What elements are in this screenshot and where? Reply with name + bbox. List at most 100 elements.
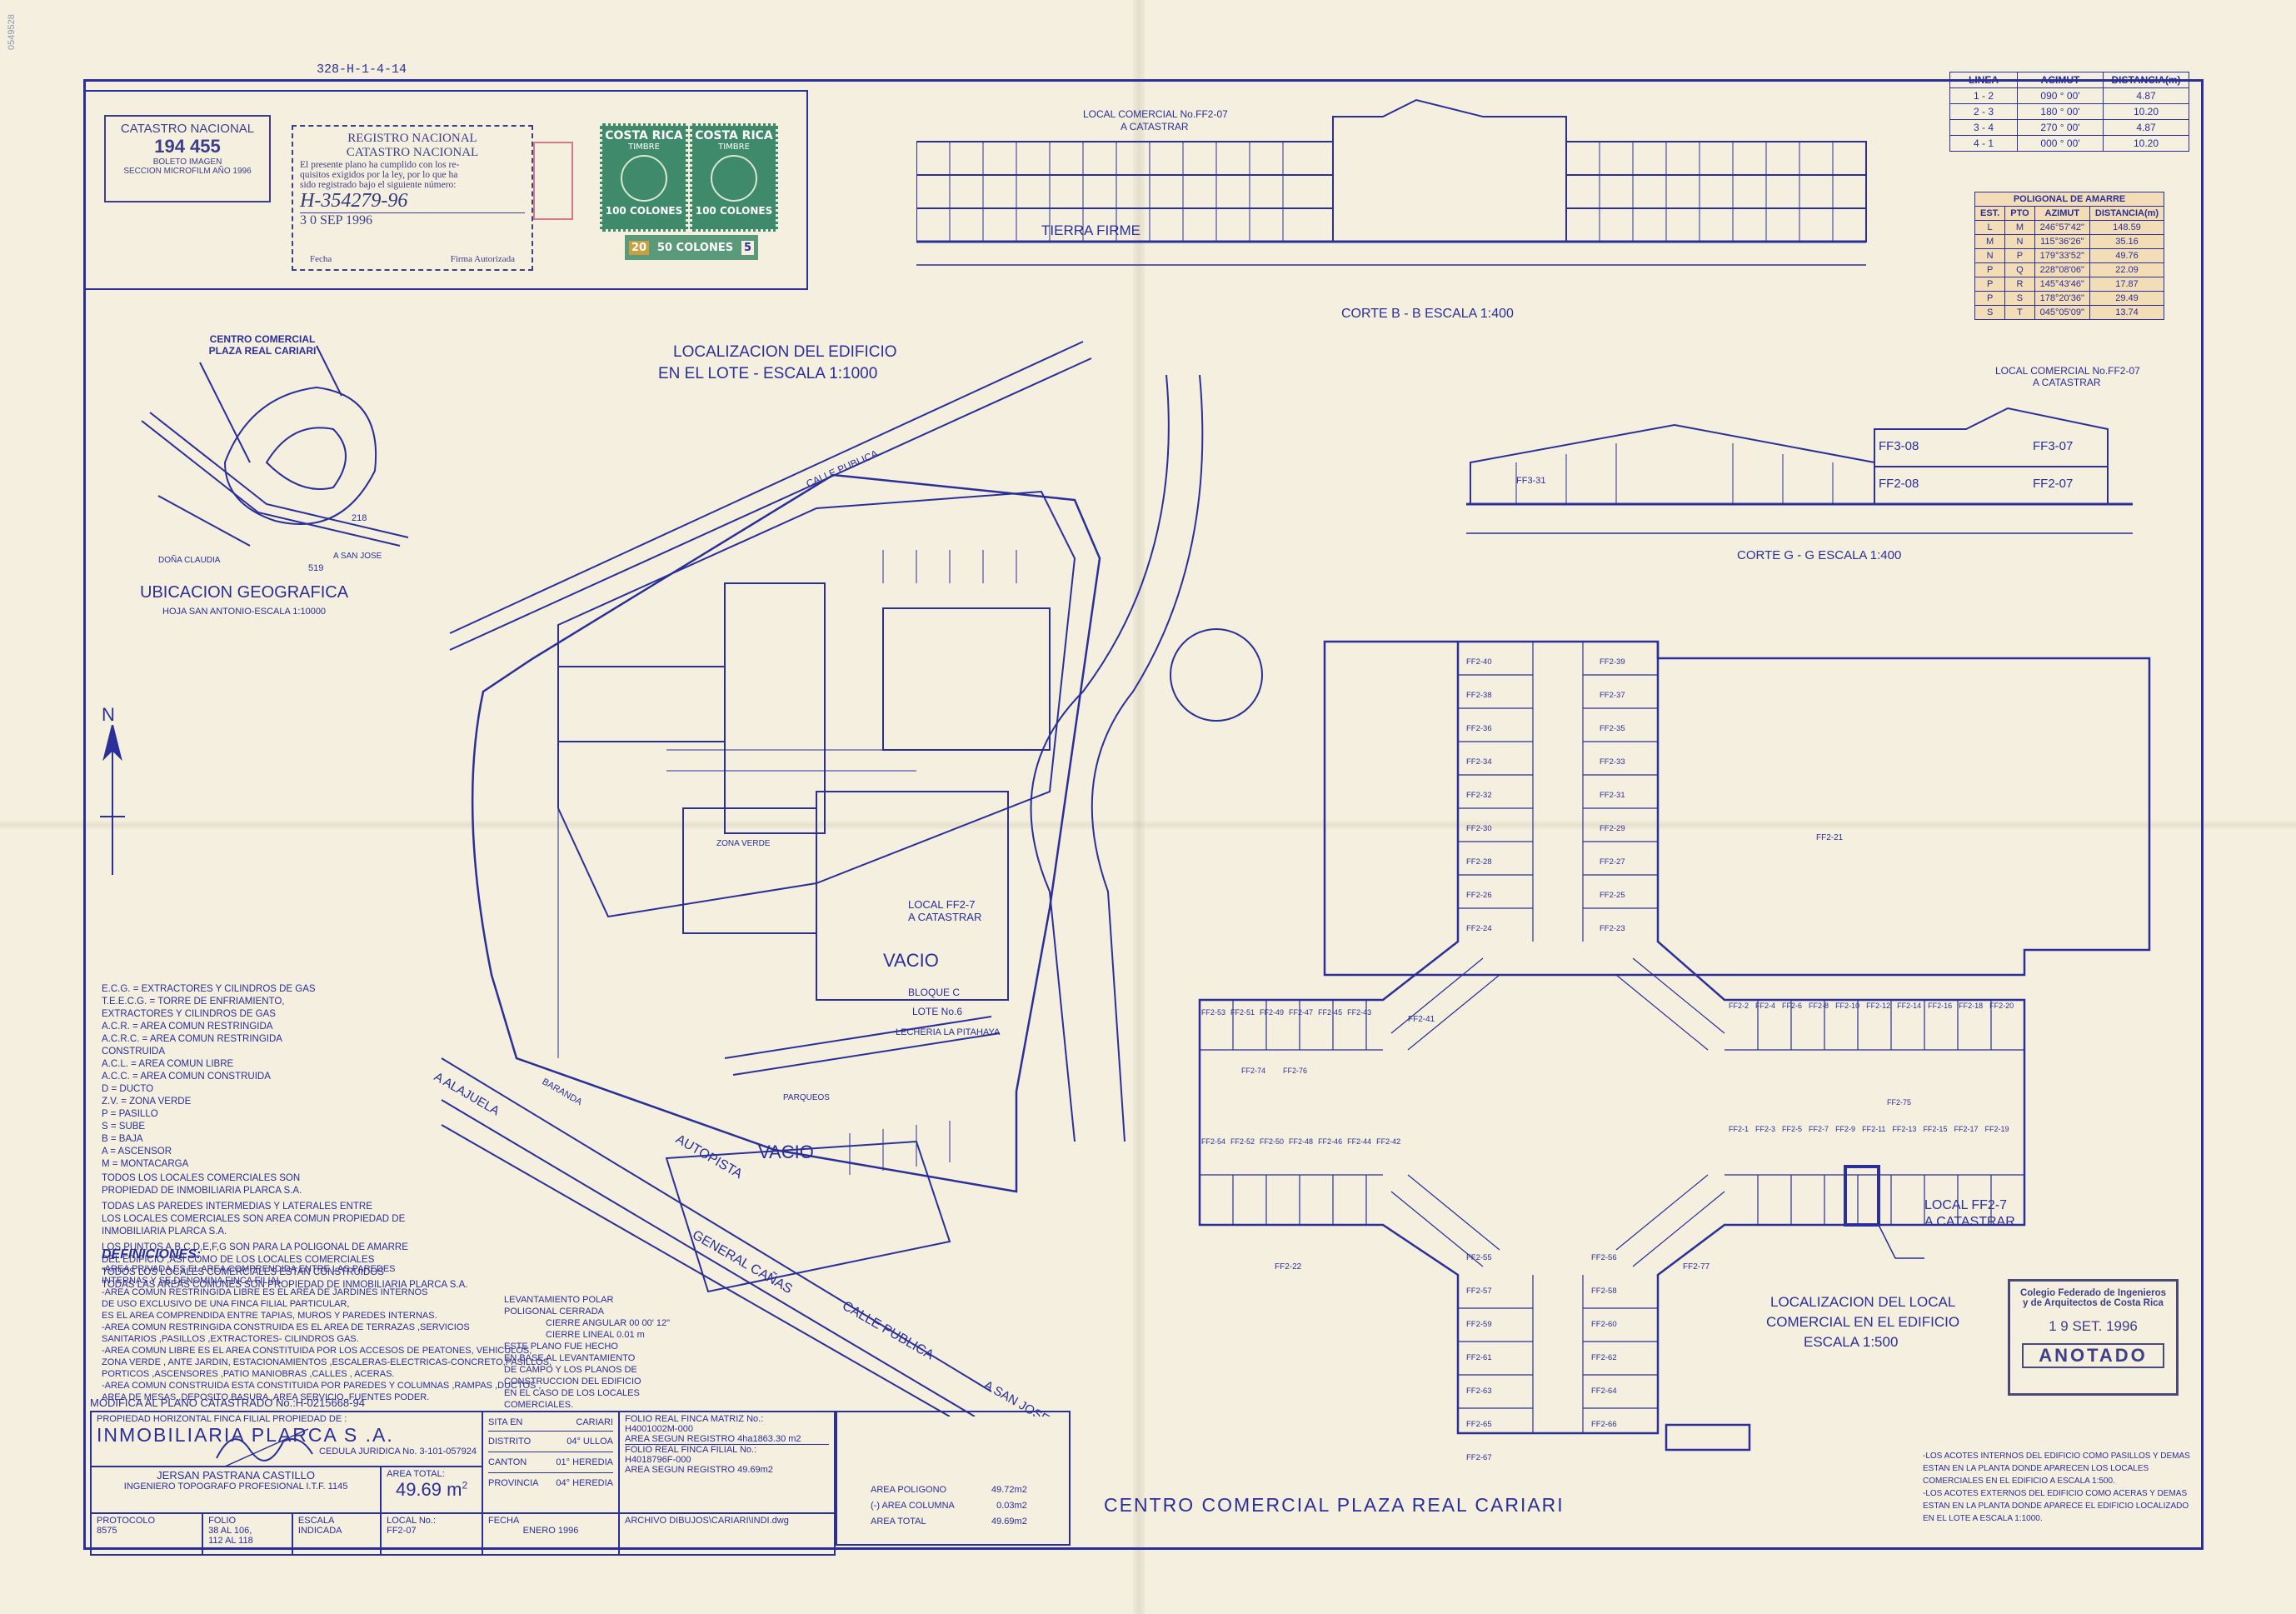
legend-line: P = PASILLO (102, 1109, 158, 1119)
corner-stamp: 0549528 (7, 14, 17, 50)
units-top-left: FF2-40 FF2-38 FF2-36 FF2-34 FF2-32 FF2-3… (1466, 646, 1492, 946)
area-total-cell: AREA TOTAL: 49.69 m2 (380, 1466, 483, 1514)
folio-cell: FOLIO 38 AL 106, 112 AL 118 (202, 1512, 293, 1556)
cell: 115°36'26" (2034, 234, 2090, 249)
sheet-ref-code: 328-H-1-4-14 (317, 62, 407, 77)
section-bb-drawing: TIERRA FIRME (916, 98, 1867, 266)
engineer-name: JERSAN PASTRANA CASTILLO (157, 1469, 315, 1482)
cell: 1 - 2 (1949, 87, 2018, 104)
section-gg-drawing: FF3-31 FF3-08 FF3-07 FF2-08 FF2-07 (1466, 407, 2133, 534)
unit-label: FF2-20 (1989, 1002, 2014, 1010)
unit-label: FF2-50 (1260, 1137, 1285, 1146)
registro-number: H-354279-96 (300, 190, 525, 213)
stamp2-label: TIMBRE (718, 142, 750, 152)
unit-label: FF2-37 (1600, 691, 1625, 700)
canton-value: 01° HEREDIA (556, 1457, 613, 1467)
sheet-frame (83, 79, 2204, 1550)
unit-label: FF2-42 (1376, 1137, 1401, 1146)
cell: P (1974, 262, 2006, 277)
section-gg-local: LOCAL COMERCIAL No.FF2-07 (1995, 365, 2140, 377)
legend-line: B = BAJA (102, 1134, 143, 1144)
units-top-right: FF2-39 FF2-37 FF2-35 FF2-33 FF2-31 FF2-2… (1600, 646, 1625, 946)
legend-line: INMOBILIARIA PLARCA S.A. (102, 1227, 227, 1237)
areas-labels: AREA POLIGONO (-) AREA COLUMNA AREA TOTA… (871, 1482, 955, 1530)
cell: R (2004, 277, 2035, 292)
unit-label: FF2-59 (1466, 1320, 1492, 1329)
site-vacio2: VACIO (758, 1142, 814, 1162)
definition-line: -AREA COMUN RESTRINGIDA CONSTRUIDA ES EL… (102, 1322, 470, 1332)
unit-label: FF2-60 (1591, 1320, 1617, 1329)
legend-line: A.C.C. = AREA COMUN CONSTRUIDA (102, 1072, 271, 1082)
footnote-line: -LOS ACOTES EXTERNOS DEL EDIFICIO COMO A… (1923, 1489, 2188, 1498)
cell: 22.09 (2089, 262, 2165, 277)
unit-label: FF2-52 (1230, 1137, 1255, 1146)
site-plan-drawing: VACIO VACIO BLOQUE C LOTE No.6 LECHERIA … (432, 341, 1263, 1417)
unit-ff2-76: FF2-76 (1283, 1067, 1308, 1075)
survey-line: POLIGONAL CERRADA (504, 1307, 605, 1317)
definition-line: -AREA COMUN RESTRINGIDA LIBRE ES EL AREA… (102, 1287, 428, 1297)
poligonal-th: AZIMUT (2034, 206, 2090, 221)
fecha-value: ENERO 1996 (522, 1526, 579, 1536)
area-total-label: AREA TOTAL: (387, 1469, 445, 1479)
folio-filial-label: FOLIO REAL FINCA FILIAL No.: (625, 1444, 829, 1455)
unit-label: FF2-17 (1954, 1125, 1979, 1133)
cell: 10.20 (2103, 135, 2189, 152)
definition-line: ZONA VERDE , ANTE JARDIN, ESTACIONAMIENT… (102, 1357, 552, 1367)
unit-label: FF2-3 (1755, 1125, 1776, 1133)
site-lote: LOTE No.6 (912, 1006, 962, 1017)
units-right-top: FF2-2 FF2-4 FF2-6 FF2-8 FF2-10 FF2-12 FF… (1729, 1002, 2014, 1010)
colegio-line2: y de Arquitectos de Costa Rica (2023, 1298, 2164, 1308)
map-road: A SAN JOSE (333, 552, 382, 561)
area-poligono-label: AREA POLIGONO (871, 1485, 947, 1495)
cell: 13.74 (2089, 305, 2165, 320)
unit-ff2-21: FF2-21 (1816, 833, 1844, 842)
unit-label: FF2-35 (1600, 724, 1625, 733)
area-registro2-value: 49.69m2 (737, 1465, 773, 1475)
local-label: LOCAL No.: (387, 1516, 437, 1526)
provincia-value: 04° HEREDIA (556, 1478, 613, 1488)
site-a-catastrar: A CATASTRAR (908, 911, 981, 923)
legend-line: M = MONTACARGA (102, 1159, 189, 1169)
unit-ff2-41: FF2-41 (1408, 1015, 1435, 1024)
definition-line: AREA DE MESAS ,DEPOSITO BASURA ,AREA SER… (102, 1392, 430, 1402)
unit-label: FF2-54 (1201, 1137, 1226, 1146)
local-value: FF2-07 (387, 1526, 417, 1536)
unit-label: FF2-55 (1466, 1253, 1492, 1262)
cedula-label: CEDULA JURIDICA No. (319, 1447, 417, 1457)
unit-label: FF2-39 (1600, 657, 1625, 667)
area-columna-label: (-) AREA COLUMNA (871, 1501, 955, 1511)
provincia-label: PROVINCIA (488, 1478, 539, 1488)
survey-line: ESTE PLANO FUE HECHO (504, 1342, 618, 1352)
cell: 179°33'52" (2034, 248, 2090, 263)
unit-label: FF2-36 (1466, 724, 1492, 733)
legend-line: TODOS LOS LOCALES COMERCIALES ESTAN CONS… (102, 1267, 384, 1277)
survey-line: LEVANTAMIENTO POLAR (504, 1295, 614, 1305)
unit-label: FF2-38 (1466, 691, 1492, 700)
section-bb-caption: CORTE B - B ESCALA 1:400 (1341, 307, 1514, 321)
stamp2-country: COSTA RICA (695, 129, 773, 142)
legend-line: PROPIEDAD DE INMOBILIARIA PLARCA S.A. (102, 1186, 302, 1196)
poligonal-th: EST. (1974, 206, 2006, 221)
colegio-stamp: Colegio Federado de Ingenieros y de Arqu… (2008, 1279, 2179, 1396)
cell: 3 - 4 (1949, 119, 2018, 136)
section-bb-ground-label: TIERRA FIRME (1041, 222, 1141, 238)
unit-ff2-77: FF2-77 (1683, 1262, 1710, 1272)
survey-line: COMERCIALES. (504, 1400, 574, 1410)
cell: 000 ° 00' (2017, 135, 2104, 152)
unit-label: FF2-65 (1466, 1420, 1492, 1429)
site-calle-publica: CALLE PUBLICA (805, 447, 880, 490)
archivo-cell: ARCHIVO DIBUJOS\CARIARI\INDI.dwg (618, 1512, 836, 1556)
legend-line: Z.V. = ZONA VERDE (102, 1097, 192, 1107)
legend-line: TODAS LAS AREAS COMUNES SON PROPIEDAD DE… (102, 1280, 468, 1290)
cell: 49.76 (2089, 248, 2165, 263)
legend-line: S = SUBE (102, 1122, 146, 1132)
unit-label: FF2-33 (1600, 757, 1625, 767)
unit-label: FF2-15 (1923, 1125, 1948, 1133)
registro-stamp: REGISTRO NACIONAL CATASTRO NACIONAL El p… (292, 125, 533, 271)
footnote-line: ESTAN EN LA PLANTA DONDE APARECEN LOS LO… (1923, 1464, 2149, 1473)
cell: 35.16 (2089, 234, 2165, 249)
site-local: LOCAL FF2-7 (908, 898, 975, 911)
